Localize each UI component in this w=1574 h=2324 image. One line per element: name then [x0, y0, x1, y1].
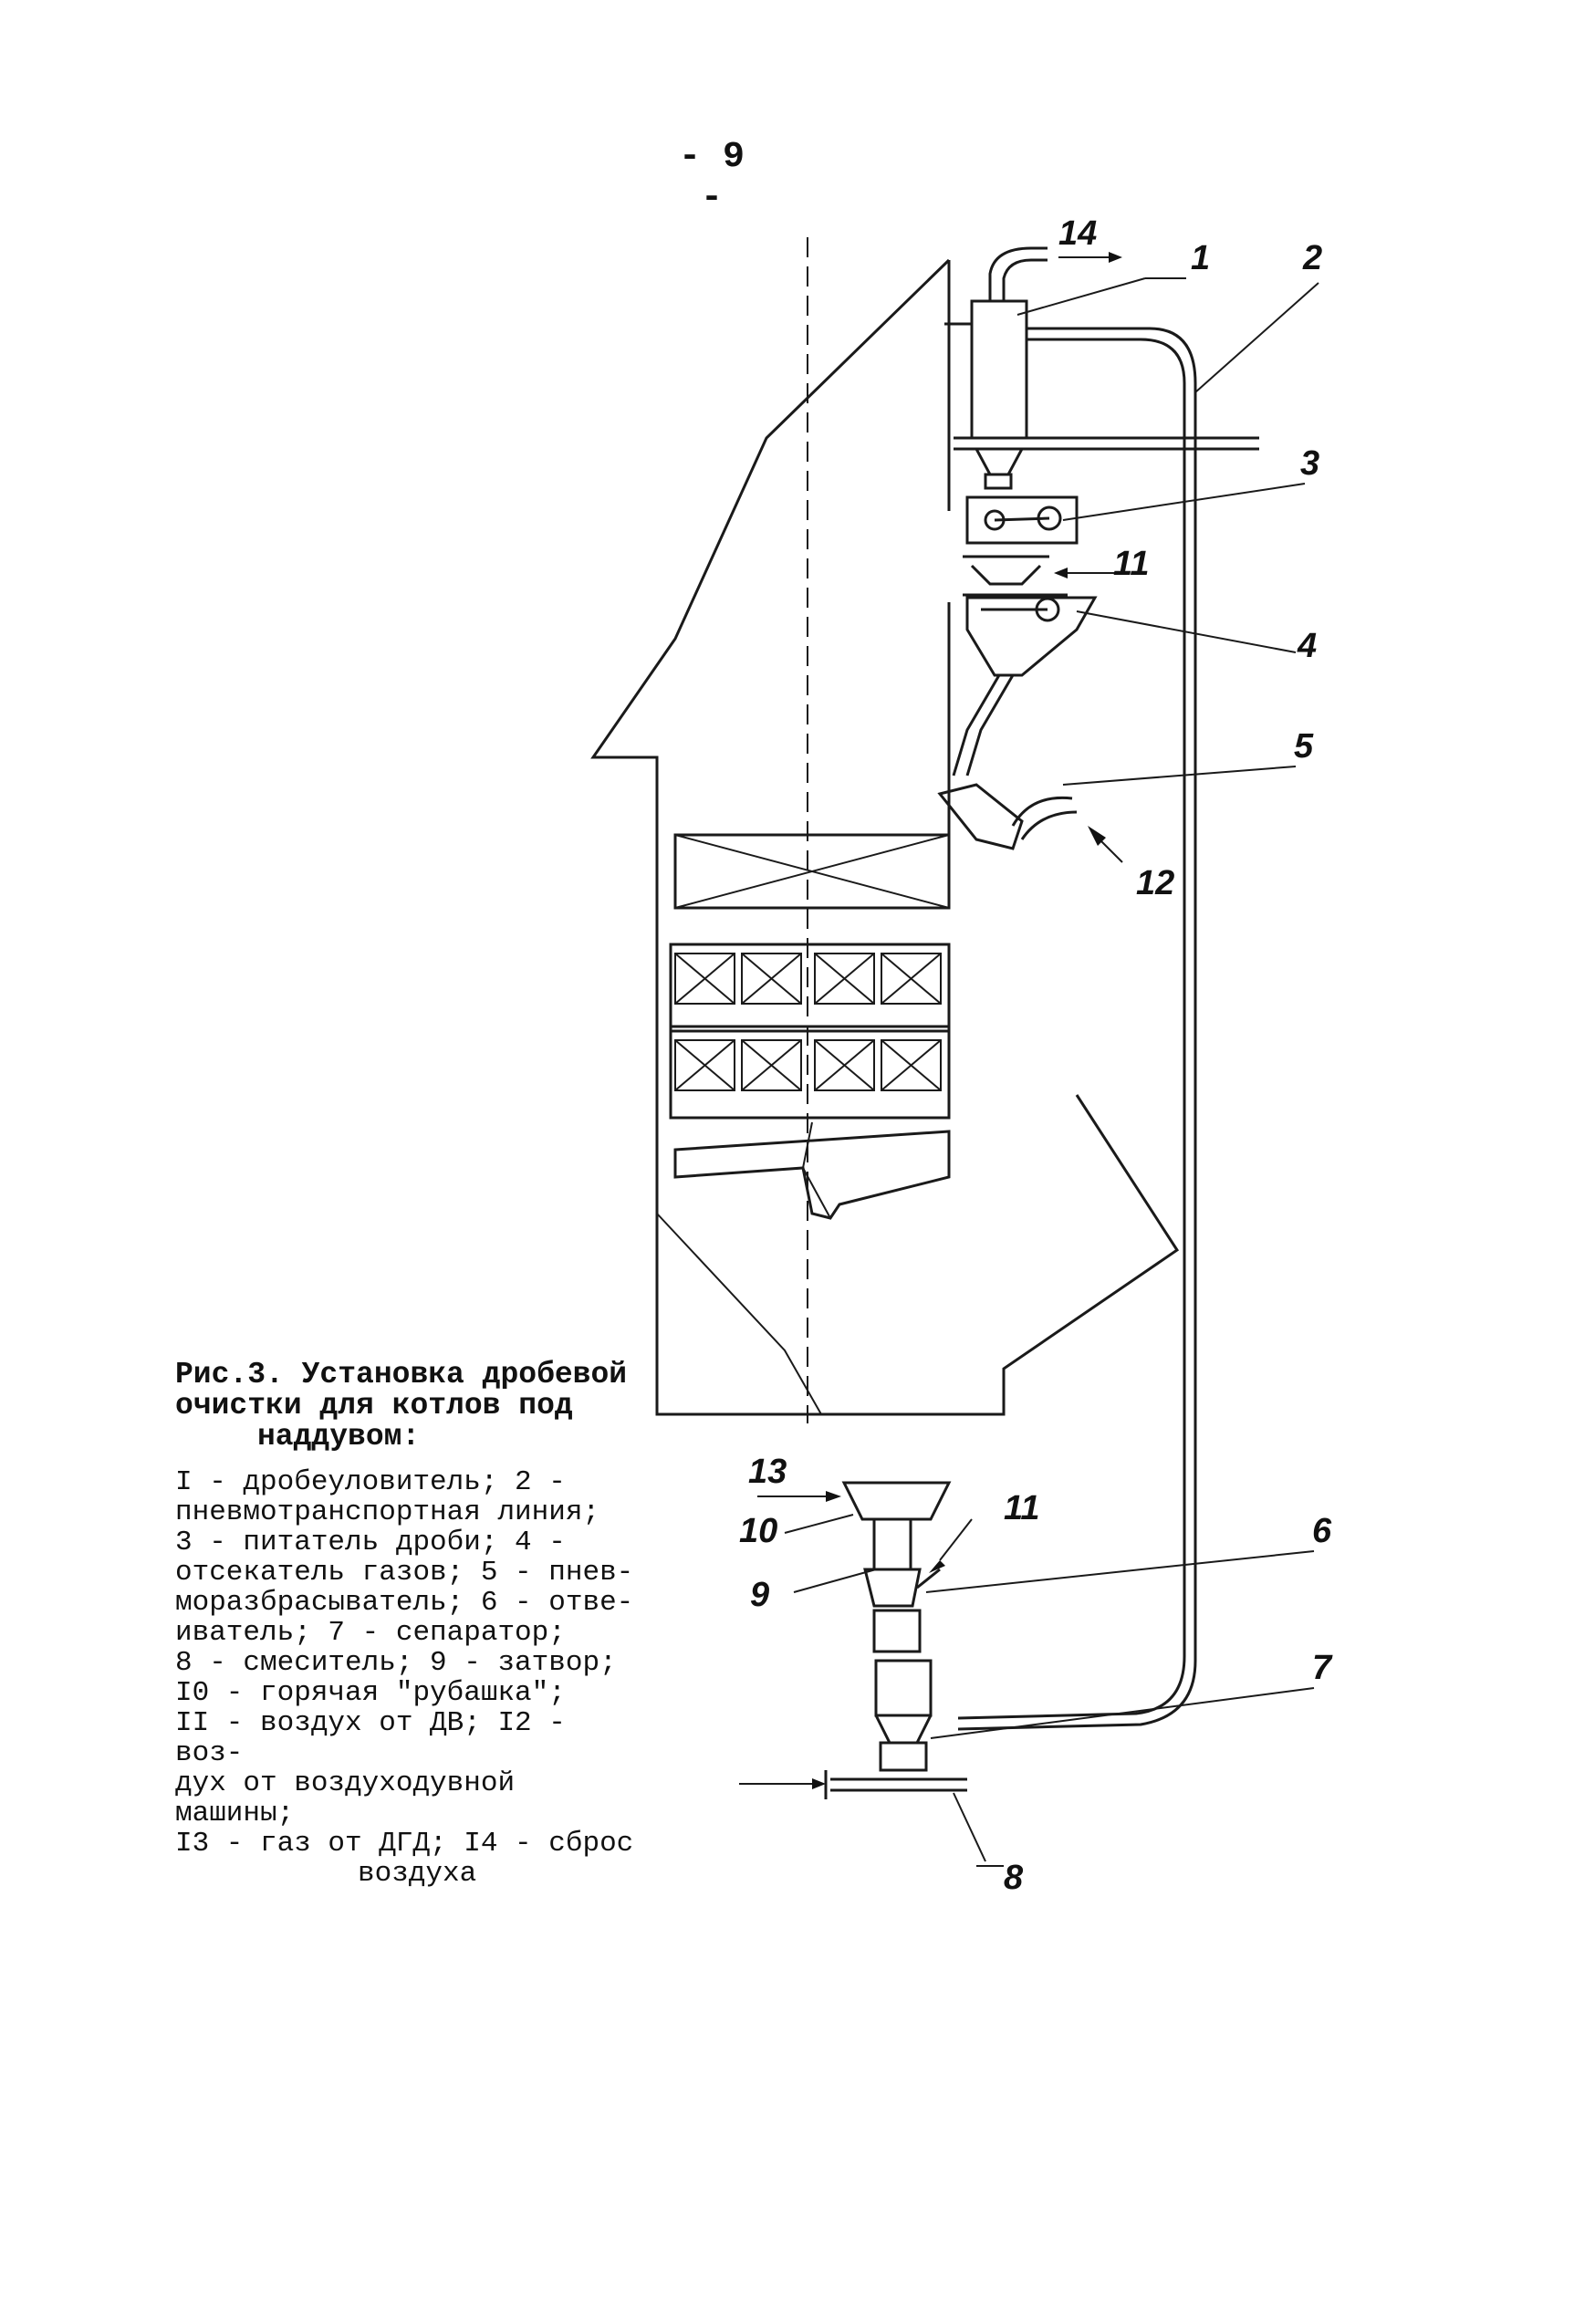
callout-2: 2: [1302, 239, 1322, 277]
lower-equipment: [739, 1481, 973, 1799]
legend-line: пневмотранспортная линия;: [175, 1496, 600, 1528]
legend-line: II - воздух от ДВ; I2 - воз-: [175, 1707, 566, 1769]
callout-11-lower: 11: [1004, 1489, 1039, 1527]
callout-9: 9: [750, 1576, 769, 1614]
caption-line-1: Рис.3. Установка дробевой очистки для ко…: [175, 1358, 628, 1423]
callout-14: 14: [1058, 214, 1097, 253]
page-number: - 9 -: [678, 137, 745, 219]
legend-line: дух от воздуходувной машины;: [175, 1767, 516, 1829]
callout-7: 7: [1312, 1649, 1333, 1687]
caption-line-2: наддувом:: [257, 1420, 421, 1454]
legend-line: I3 - газ от ДГД; I4 - сброс: [175, 1828, 634, 1860]
callout-4: 4: [1297, 627, 1317, 665]
callout-12: 12: [1136, 864, 1174, 902]
callout-1: 1: [1191, 239, 1210, 277]
figure-legend: I - дробеуловитель; 2 - пневмотранспортн…: [175, 1467, 650, 1889]
boiler-outline: [590, 237, 1180, 1423]
callout-5: 5: [1294, 727, 1314, 766]
callout-10: 10: [739, 1512, 777, 1550]
callout-11-upper: 11: [1113, 545, 1149, 583]
callout-leaders: [784, 277, 1319, 1867]
legend-line: I - дробеуловитель; 2 -: [175, 1466, 566, 1498]
legend-line: иватель; 7 - сепаратор;: [175, 1617, 566, 1649]
legend-line: 8 - смеситель; 9 - затвор;: [175, 1647, 617, 1679]
legend-line-last: воздуха: [358, 1858, 477, 1890]
figure-caption: Рис.3. Установка дробевой очистки для ко…: [175, 1360, 650, 1890]
legend-line: моразбрасыватель; 6 - отве-: [175, 1587, 634, 1619]
legend-line: отсекатель газов; 5 - пнев-: [175, 1557, 634, 1589]
legend-line: I0 - горячая "рубашка";: [175, 1677, 566, 1709]
callout-3: 3: [1300, 444, 1319, 483]
legend-line: 3 - питатель дроби; 4 -: [175, 1527, 566, 1558]
upper-equipment: [937, 246, 1259, 863]
heating-surfaces: [669, 833, 951, 1220]
callout-6: 6: [1312, 1512, 1332, 1550]
caption-title: Рис.3. Установка дробевой очистки для ко…: [175, 1360, 650, 1453]
callout-13: 13: [748, 1453, 787, 1491]
callout-8: 8: [1004, 1859, 1024, 1897]
